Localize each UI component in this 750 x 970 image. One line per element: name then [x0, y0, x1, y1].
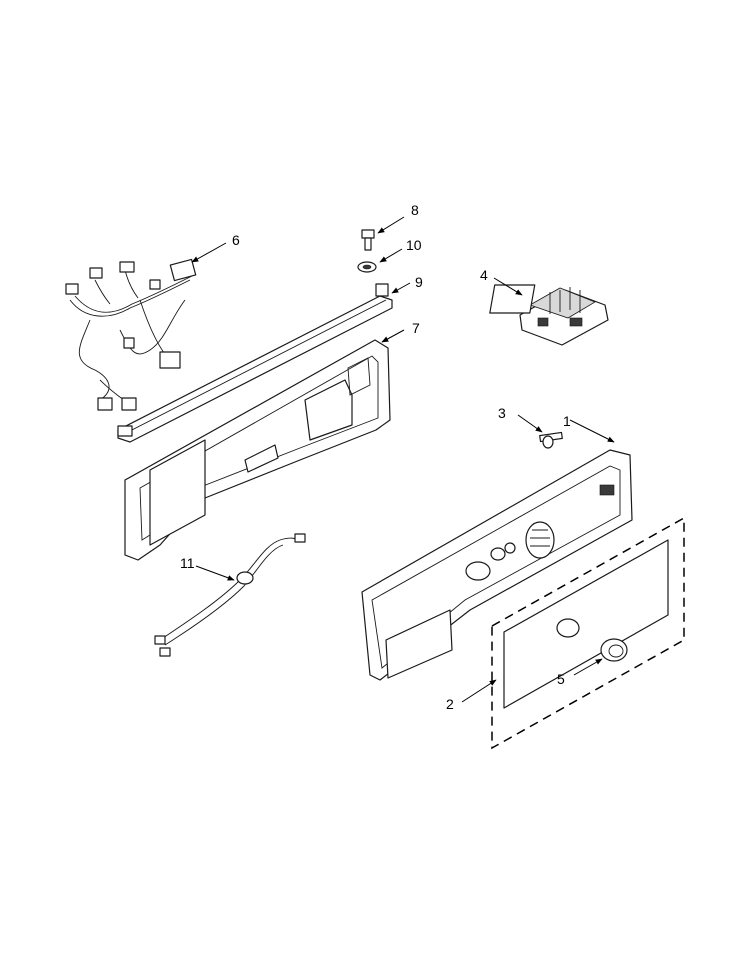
- leader-line-2: [461, 679, 497, 703]
- wire-harness-part: [65, 258, 197, 411]
- dashed-assembly-box: [491, 516, 685, 750]
- leader-line-9: [391, 282, 411, 294]
- sensor-wire-part: [154, 533, 306, 657]
- callout-8: 8: [411, 202, 419, 218]
- panel-overlay-part: [503, 539, 669, 709]
- leader-line-5: [573, 658, 603, 676]
- leader-line-7: [381, 329, 405, 343]
- leader-line-4: [493, 277, 523, 296]
- leader-line-11: [195, 565, 235, 581]
- control-board-part: [489, 284, 609, 346]
- leader-line-1: [569, 419, 615, 443]
- console-back-panel-part: [124, 339, 391, 561]
- callout-5: 5: [557, 671, 565, 687]
- console-front-panel-part: [361, 449, 633, 681]
- callout-1: 1: [563, 413, 571, 429]
- callout-9: 9: [415, 274, 423, 290]
- callout-11: 11: [180, 555, 195, 571]
- bracket-rail-part: [117, 283, 393, 443]
- callout-3: 3: [498, 405, 506, 421]
- leader-line-6: [191, 242, 227, 263]
- callout-2: 2: [446, 696, 454, 712]
- leader-line-10: [379, 248, 403, 263]
- callout-10: 10: [406, 237, 422, 253]
- callout-6: 6: [232, 232, 240, 248]
- leader-line-3: [517, 414, 543, 433]
- knob-part: [600, 638, 628, 662]
- callout-4: 4: [480, 267, 488, 283]
- callout-7: 7: [412, 320, 420, 336]
- leader-line-8: [377, 216, 405, 234]
- bolt-part: [539, 431, 563, 449]
- clip-part: [357, 261, 377, 273]
- screw-part: [361, 229, 375, 251]
